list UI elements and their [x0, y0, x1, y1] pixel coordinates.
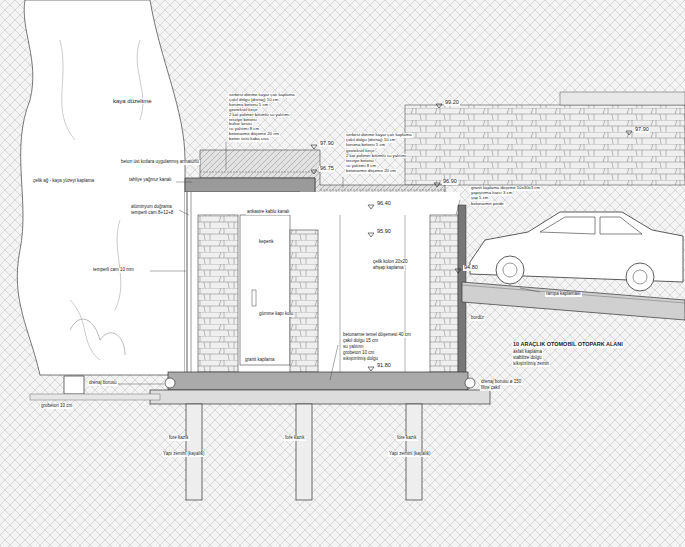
- annotation-note: ahşap kaplama: [372, 266, 405, 271]
- annotation-note: su yalıtımı: [342, 345, 365, 350]
- elevation-mark: 96.40: [376, 201, 392, 207]
- annotation-note: beton üstü kaba sıva: [228, 137, 270, 142]
- annotation-note: sıkıştırılmış zemin: [512, 362, 550, 367]
- annotation-note: rampa kaplaması: [545, 292, 582, 297]
- elevation-mark: 95.90: [376, 229, 392, 235]
- annotation-note: fore kazık: [396, 436, 418, 441]
- annotation-note: Yapı zemini (kayalık): [162, 452, 205, 457]
- annotation-note: koruma betonu 5 cm: [228, 103, 269, 108]
- elevation-mark: 99.20: [444, 100, 460, 106]
- annotation-note: koruma betonu 5 cm: [345, 143, 386, 148]
- annotation-note: tahliye yağmur kanalı: [128, 178, 173, 183]
- elevation-mark: 94.80: [463, 265, 479, 271]
- annotation-note: betonarme perde: [470, 202, 505, 207]
- annotation-note: drenaj borusu: [88, 381, 118, 386]
- annotation-note: asfalt kaplama: [512, 350, 543, 355]
- annotation-note: filtre çakıl: [480, 386, 501, 391]
- annotation-note: kaya düzeltme: [112, 98, 153, 104]
- annotation-note: grobeton 10 cm: [342, 351, 375, 356]
- annotation-note: drenaj borusu ø 150: [480, 380, 522, 385]
- annotation-note: tesviye betonu: [345, 159, 375, 164]
- annotation-note: çelik ağ - kaya yüzeyi kaplama: [32, 179, 95, 184]
- annotation-note: yapıştırma harcı 3 cm: [470, 191, 513, 196]
- annotation-note: grobeton 10 cm: [40, 404, 73, 409]
- annotation-note: çakıl dolgu 15 cm: [342, 339, 379, 344]
- elevation-mark: 91.80: [376, 363, 392, 369]
- annotation-note: 2 kat polimer bitümlü su yalıtımı: [345, 154, 407, 159]
- annotation-note: granit kaplama: [244, 358, 276, 363]
- annotation-note: şap 5 cm: [470, 196, 489, 201]
- annotation-note: ankastre kablo kanalı: [246, 210, 291, 215]
- annotation-note: ısı yalıtımı 8 cm: [345, 164, 377, 169]
- annotation-note: alüminyum doğrama: [130, 205, 173, 210]
- elevation-mark: 97.90: [634, 127, 650, 133]
- elevation-mark: 96.90: [442, 179, 458, 185]
- annotation-note: serbest dönme kayar çatı kaplama: [345, 133, 413, 138]
- annotation-note: granit kaplama döşeme 10x30x3 cm: [470, 186, 541, 191]
- annotation-note: çakıl dolgu (drenaj) 10 cm: [228, 98, 279, 103]
- annotation-note: serbest dönme kayar çatı kaplama: [228, 93, 296, 98]
- annotation-note: bordür: [470, 316, 485, 321]
- annotation-note: betonarme temel döşemesi 40 cm: [342, 333, 412, 338]
- annotation-note: Yapı zemini (kayalık): [388, 452, 431, 457]
- annotation-note: sıkıştırılmış dolgu: [342, 357, 379, 362]
- annotation-note: kepenk: [258, 240, 275, 245]
- annotation-note: çakıl dolgu (drenaj) 10 cm: [345, 138, 396, 143]
- annotation-note: çelik kolon 20x20: [372, 260, 409, 265]
- annotation-note: fore kazık: [168, 436, 190, 441]
- annotation-note: geotekstil keçe: [345, 149, 375, 154]
- annotation-note: geotekstil keçe: [228, 108, 258, 113]
- annotation-note: beton üst kotlara uygulanmış armatürlü: [120, 160, 200, 165]
- annotation-note: ısı yalıtımı 8 cm: [228, 127, 260, 132]
- elevation-mark: 97.90: [319, 141, 335, 147]
- annotation-note: stabilize dolgu: [512, 356, 543, 361]
- annotation-note: 10 ARAÇLIK OTOMOBİL OTOPARK ALANI: [512, 342, 624, 348]
- annotation-note: gömme kapı kolu: [258, 312, 294, 317]
- annotation-note: fore kazık: [284, 436, 306, 441]
- annotation-note: betonarme döşeme 20 cm: [228, 132, 280, 137]
- annotation-note: temperli cam 10 mm: [92, 268, 135, 273]
- annotation-note: buhar kesici: [228, 122, 253, 127]
- annotation-note: 2 kat polimer bitümlü su yalıtımı: [228, 113, 290, 118]
- annotation-note: temperli cam 8+12+8: [130, 211, 174, 216]
- annotation-note: tesviye betonu: [228, 118, 258, 123]
- annotation-note: betonarme döşeme 20 cm: [345, 169, 397, 174]
- elevation-mark: 96.75: [319, 166, 335, 172]
